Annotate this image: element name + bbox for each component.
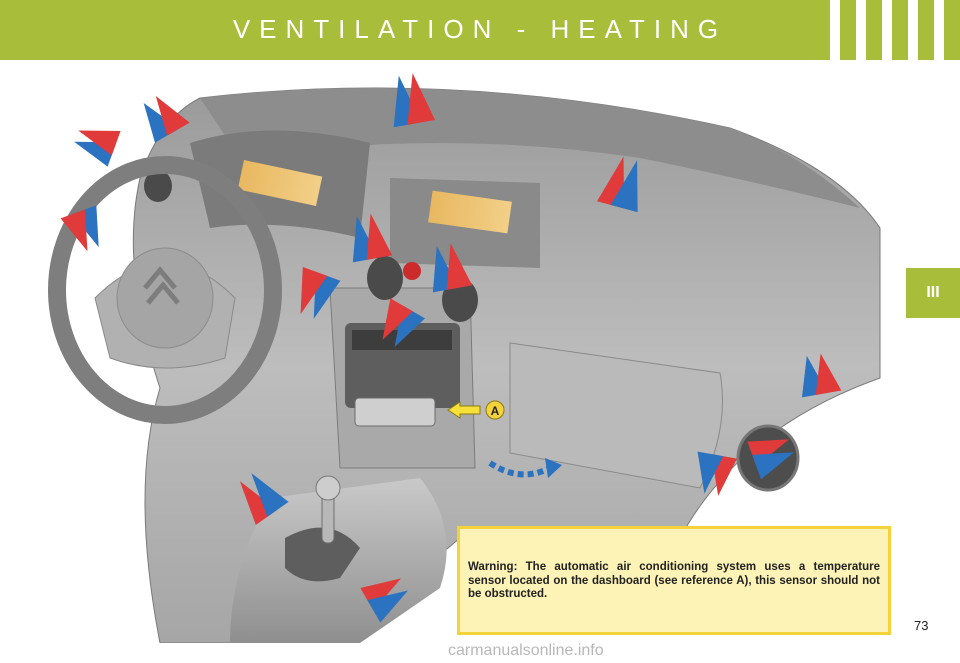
reference-a-label: A xyxy=(491,404,500,418)
airflow-arrow xyxy=(300,267,341,319)
page-title: VENTILATION - HEATING xyxy=(232,14,728,44)
center-display xyxy=(428,190,512,234)
stripe xyxy=(934,0,944,60)
dashboard-illustration: A xyxy=(48,73,881,643)
glovebox xyxy=(509,342,723,489)
header-bar: VENTILATION - HEATING xyxy=(0,0,960,60)
center-vent-left xyxy=(367,256,403,300)
dashboard-top xyxy=(200,88,860,208)
climate-display xyxy=(354,397,436,427)
gear-knob xyxy=(315,475,341,501)
watermark: carmanualsonline.info xyxy=(448,642,604,659)
airflow-arrow xyxy=(143,96,190,143)
airflow-arrow xyxy=(382,298,425,347)
instrument-display xyxy=(237,160,323,206)
warning-text: Warning: The automatic air conditioning … xyxy=(468,561,880,600)
page-number: 73 xyxy=(914,618,929,633)
stripe xyxy=(830,0,840,60)
stripe xyxy=(908,0,918,60)
airflow-arrow xyxy=(352,213,393,263)
airflow-arrow xyxy=(60,205,99,252)
airflow-arrow xyxy=(697,451,737,496)
stripe xyxy=(856,0,866,60)
airflow-arrow xyxy=(432,243,473,293)
steering-wheel xyxy=(48,156,282,424)
airflow-arrow xyxy=(597,156,638,213)
hazard-button xyxy=(403,262,421,280)
warning-box: Warning: The automatic air conditioning … xyxy=(457,526,891,635)
airflow-arrow xyxy=(393,73,436,128)
airflow-arrow xyxy=(74,130,121,167)
sensor-reference-arrow: A xyxy=(447,400,505,420)
airflow-arrow xyxy=(801,353,842,398)
airflow-arrow xyxy=(239,473,289,525)
airflow-arrow xyxy=(360,578,408,623)
reference-a-badge xyxy=(485,400,505,420)
section-tab: III xyxy=(906,268,960,318)
dashed-airflow-arrow xyxy=(488,458,562,478)
gear-boot xyxy=(285,527,360,582)
left-vent xyxy=(144,170,172,202)
airflow-arrow xyxy=(747,439,794,480)
stripe xyxy=(882,0,892,60)
header-stripes xyxy=(830,0,950,60)
